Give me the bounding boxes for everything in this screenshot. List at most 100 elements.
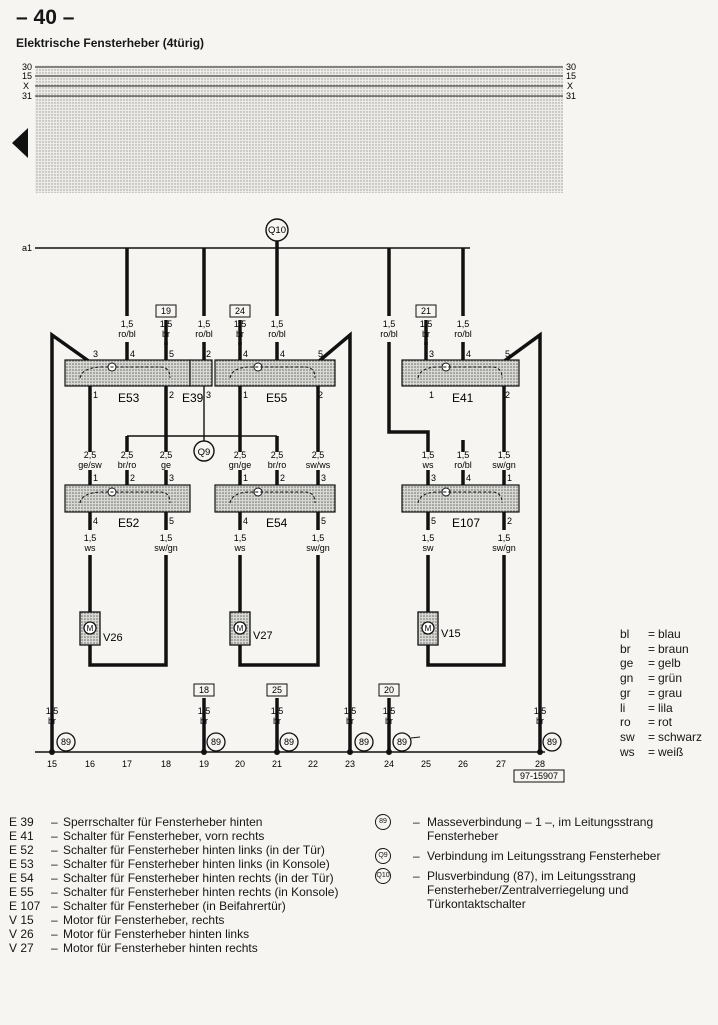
- parts-row: V 27–Motor für Fensterheber hinten recht…: [9, 941, 369, 955]
- wires-top: [50, 241, 542, 752]
- pin: 2: [505, 390, 510, 400]
- legend-row: br=braun: [620, 642, 702, 657]
- pin: 1: [243, 473, 248, 483]
- page-number: – 40 –: [16, 6, 75, 29]
- wire-label: sw: [423, 543, 435, 553]
- ground-number: 17: [122, 759, 132, 769]
- terminal-18-label: 18: [199, 685, 209, 695]
- switch-e39: [189, 359, 213, 387]
- part-desc: Motor für Fensterheber, rechts: [63, 913, 225, 927]
- note-dash: –: [413, 815, 420, 829]
- pin: 4: [243, 349, 248, 359]
- q10-connector-icon: Q10: [373, 868, 413, 884]
- ground-89-label: 89: [61, 737, 71, 747]
- note-desc: Plusverbindung (87), im Leitungsstrang F…: [427, 869, 636, 911]
- wire-label: 2,5: [121, 450, 134, 460]
- wire-label: 1,5: [234, 319, 247, 329]
- wire-label: ws: [84, 543, 96, 553]
- e39-label: E39: [182, 391, 204, 405]
- wire-label: 2,5: [84, 450, 97, 460]
- legend-equals: =: [648, 627, 656, 641]
- svg-text:M: M: [87, 624, 94, 633]
- ground-number: 23: [345, 759, 355, 769]
- legend-equals: =: [648, 744, 656, 759]
- previous-page-arrow-icon[interactable]: [12, 128, 28, 158]
- part-code: E 41: [9, 829, 34, 843]
- terminal-box-24: [229, 304, 251, 318]
- ground-number: 15: [47, 759, 57, 769]
- pin: 1: [507, 473, 512, 483]
- legend-name: grau: [658, 685, 683, 700]
- switch-e41: [401, 359, 520, 387]
- wire-label: 1,5: [457, 450, 470, 460]
- part-code: V 27: [9, 941, 34, 955]
- pin: 4: [243, 516, 248, 526]
- note-dash: –: [413, 849, 420, 863]
- switch-e52: [64, 484, 191, 513]
- part-code: E 53: [9, 857, 34, 871]
- ground-numbers: 15 16 17 18 19 20 21 22 23 24 25 26 27 2…: [47, 759, 545, 769]
- pin: 1: [243, 390, 248, 400]
- legend-name: blau: [658, 627, 681, 641]
- ground-89-label: 89: [284, 737, 294, 747]
- note-symbol: Q9: [375, 848, 391, 864]
- terminal-box-21: [415, 304, 437, 318]
- pin: 2: [130, 473, 135, 483]
- q9-label: Q9: [198, 447, 211, 458]
- part-desc: Schalter für Fensterheber (in Beifahrert…: [63, 899, 286, 913]
- part-desc: Motor für Fensterheber hinten rechts: [63, 941, 258, 955]
- note-row: 89 – Masseverbindung – 1 –, im Leitungss…: [373, 814, 693, 843]
- terminal-21-label: 21: [421, 306, 431, 316]
- wires-bottom: [88, 512, 506, 752]
- legend-equals: =: [648, 729, 656, 744]
- part-code: E 107: [9, 899, 41, 913]
- part-desc: Schalter für Fensterheber, vorn rechts: [63, 829, 265, 843]
- parts-row: E 53–Schalter für Fensterheber hinten li…: [9, 857, 369, 871]
- wire-label: ro/bl: [380, 329, 398, 339]
- motor-v15-icon: M: [417, 611, 439, 646]
- pin: 3: [431, 473, 436, 483]
- note-desc: Masseverbindung – 1 –, im Leitungsstrang…: [427, 815, 654, 843]
- wire-labels-top: 1,5 ro/bl 1,5 br 1,5 ro/bl 1,5 br 1,5 ro…: [118, 319, 472, 339]
- legend-abbr: gr: [620, 685, 631, 700]
- pin: 4: [130, 349, 135, 359]
- terminal-box-18: [193, 683, 215, 697]
- bus-label-x-right: X: [567, 81, 573, 91]
- part-desc: Schalter für Fensterheber hinten rechts …: [63, 885, 339, 899]
- wire-label: 1,5: [160, 319, 173, 329]
- color-legend: bl=blau br=braun ge=gelb gn=grün gr=grau…: [620, 627, 702, 759]
- terminal-20-label: 20: [384, 685, 394, 695]
- wire-label: sw/gn: [492, 460, 516, 470]
- wire-label: 1,5: [498, 450, 511, 460]
- legend-abbr: ge: [620, 656, 634, 671]
- wire-label: 1,5: [312, 533, 325, 543]
- terminal-box-19: [155, 304, 177, 318]
- ground-number: 18: [161, 759, 171, 769]
- pin: 2: [169, 390, 174, 400]
- pin: 2: [206, 349, 211, 359]
- pin: 2: [318, 390, 323, 400]
- legend-row: ge=gelb: [620, 656, 702, 671]
- parts-row: E 39–Sperrschalter für Fensterheber hint…: [9, 815, 369, 829]
- terminal-24-label: 24: [235, 306, 245, 316]
- ground-number: 22: [308, 759, 318, 769]
- part-desc: Sperrschalter für Fensterheber hinten: [63, 815, 263, 829]
- part-dash: –: [51, 899, 58, 913]
- part-code: V 15: [9, 913, 34, 927]
- e52-label: E52: [118, 516, 140, 530]
- wire-label: br: [385, 716, 393, 726]
- terminal-19-label: 19: [161, 306, 171, 316]
- part-desc: Schalter für Fensterheber hinten links (…: [63, 857, 330, 871]
- ground-number: 26: [458, 759, 468, 769]
- part-dash: –: [51, 913, 58, 927]
- q9-connector-icon: [193, 440, 215, 462]
- pin: 4: [280, 349, 285, 359]
- pin-labels-row2: 1 2 3 1 2 3 3 4 1 4 5 4 5 5 2: [93, 473, 512, 526]
- e41-label: E41: [452, 391, 474, 405]
- legend-row: gr=grau: [620, 686, 702, 701]
- pin: 1: [429, 390, 434, 400]
- wire-label: 1,5: [498, 533, 511, 543]
- wiring-diagram: 30 15 X 31 30 15 X 31 a1 Q10 19 24 21: [12, 62, 576, 783]
- part-desc: Motor für Fensterheber hinten links: [63, 927, 250, 941]
- wire-label: sw/gn: [154, 543, 178, 553]
